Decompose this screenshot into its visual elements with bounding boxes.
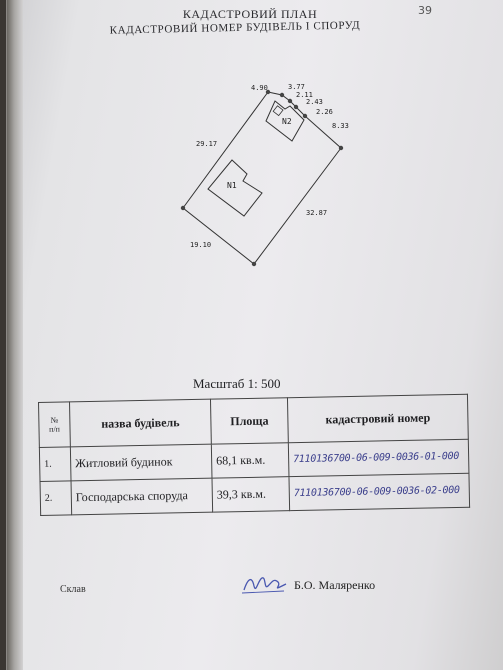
header-cadastral: кадастровий номер xyxy=(287,394,469,443)
signer-name: Б.О. Маляренко xyxy=(294,578,376,592)
dim-2-26: 2.26 xyxy=(316,108,333,116)
dim-4-90: 4.90 xyxy=(251,84,268,92)
dim-3-77: 3.77 xyxy=(288,83,305,91)
dim-2-11: 2.11 xyxy=(296,91,313,99)
signature-mark xyxy=(241,577,287,594)
building-n1-outline xyxy=(207,159,263,217)
parcel-boundary xyxy=(182,91,342,265)
buildings-table: № п/п назва будівель Площа кадастровий н… xyxy=(38,394,470,516)
row-area: 39,3 кв.м. xyxy=(211,476,290,513)
made-by-label: Склав xyxy=(60,584,86,595)
page-binding xyxy=(7,0,23,670)
dim-29-17: 29.17 xyxy=(196,140,217,148)
dim-8-33: 8.33 xyxy=(332,122,349,130)
document-page xyxy=(6,0,503,670)
row-building-name: Житловий будинок xyxy=(70,444,212,481)
header-number-top: № xyxy=(50,415,59,425)
dim-19-10: 19.10 xyxy=(190,241,211,249)
building-n2-label: N2 xyxy=(282,117,292,126)
header-number-bottom: п/п xyxy=(49,424,61,434)
page-number: 39 xyxy=(418,4,432,17)
parcel-vertices xyxy=(180,89,344,267)
scale-label: Масштаб 1: 500 xyxy=(193,376,281,391)
row-area: 68,1 кв.м. xyxy=(211,442,289,479)
header-area: Площа xyxy=(210,397,289,445)
cadastral-plan-drawing: 4.90 3.77 2.11 2.43 2.26 8.33 29.17 32.8… xyxy=(180,83,349,267)
building-n2-outline xyxy=(265,100,305,142)
header-name: назва будівель xyxy=(69,399,212,447)
header-number: № п/п xyxy=(38,401,71,448)
row-number: 2. xyxy=(40,480,72,516)
row-cadastral-number: 7110136700-06-009-0036-01-000 xyxy=(288,439,469,477)
document-title: КАДАСТРОВИЙ ПЛАН xyxy=(182,7,318,21)
dim-2-43: 2.43 xyxy=(306,98,323,106)
building-n1-label: N1 xyxy=(227,181,237,190)
row-cadastral-number: 7110136700-06-009-0036-02-000 xyxy=(288,473,470,511)
dim-32-87: 32.87 xyxy=(306,209,327,217)
row-building-name: Господарська споруда xyxy=(71,478,213,515)
row-number: 1. xyxy=(39,446,72,482)
